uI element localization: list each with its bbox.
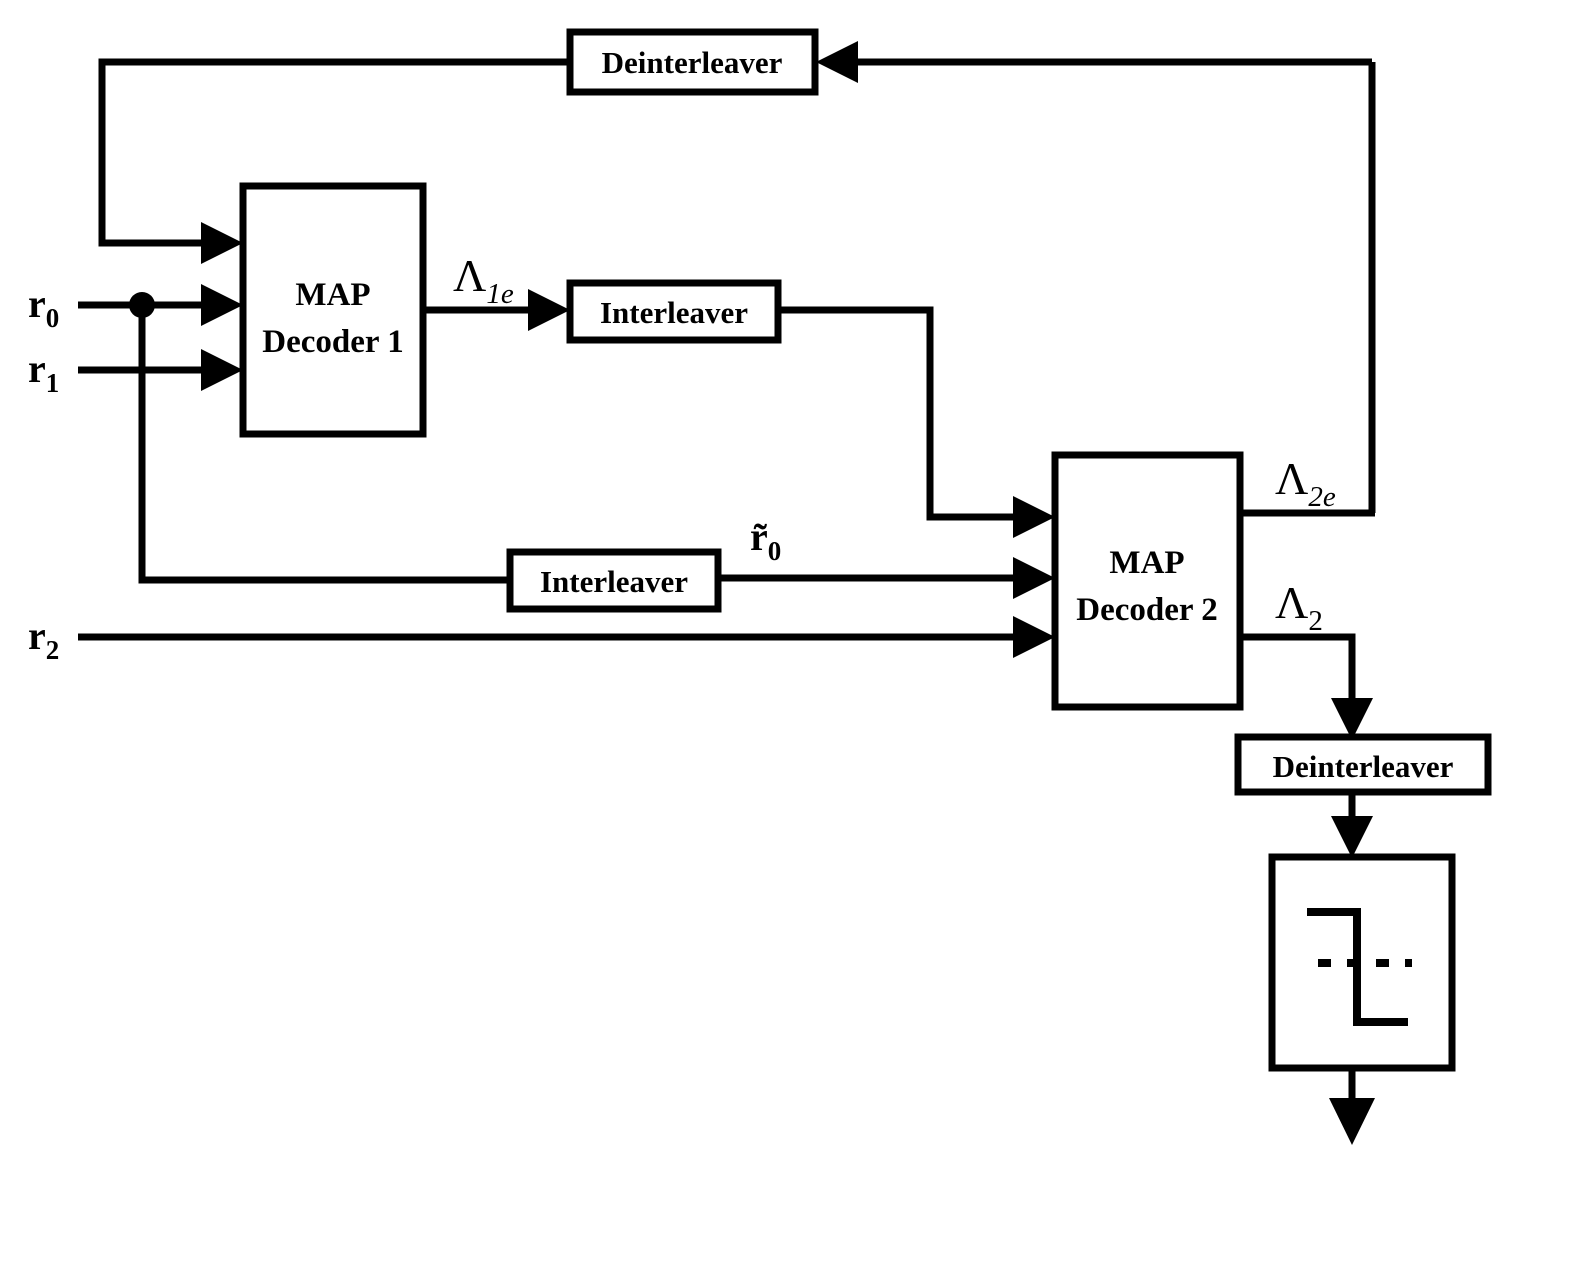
- signal-label-lambda-2e: Λ2e: [1275, 453, 1336, 513]
- block-map-decoder-1-label-line2: Decoder 1: [262, 324, 403, 360]
- wire-deinterleaver-top-to-decoder1: [98, 58, 570, 247]
- block-deinterleaver-bottom[interactable]: [1234, 733, 1492, 796]
- signal-label-lambda-2-base: Λ: [1275, 577, 1308, 628]
- signal-label-r1-base: r: [28, 346, 46, 391]
- arrowhead-decoder1-input-apriori: [201, 222, 243, 264]
- block-deinterleaver-top[interactable]: [566, 28, 819, 96]
- signal-label-lambda-1e: Λ1e: [453, 250, 514, 310]
- signal-label-r2-base: r: [28, 613, 46, 658]
- block-interleaver-top[interactable]: [566, 279, 782, 344]
- block-interleaver-bottom[interactable]: [506, 548, 722, 613]
- block-interleaver-top-label: Interleaver: [600, 295, 748, 330]
- block-deinterleaver-top-label: Deinterleaver: [602, 45, 783, 80]
- signal-label-r1: r1: [28, 346, 59, 398]
- signal-label-r0-sub: 0: [46, 303, 60, 333]
- arrowhead-decoder1-input-r1: [201, 349, 243, 391]
- signal-label-r0: r0: [28, 281, 59, 333]
- wire-interleaver-top-to-decoder2: [778, 306, 1040, 521]
- block-map-decoder-2[interactable]: [1051, 451, 1244, 711]
- signal-label-r0-base: r: [28, 281, 46, 326]
- signal-label-r2-sub: 2: [46, 635, 60, 665]
- signal-label-lambda-1e-base: Λ: [453, 250, 486, 301]
- block-deinterleaver-bottom-label: Deinterleaver: [1273, 749, 1454, 784]
- signal-label-r0-tilde-base: r̃: [750, 514, 768, 559]
- arrowhead-decoder2-input-r0tilde: [1013, 557, 1055, 599]
- arrowhead-decoder2-input-r2: [1013, 616, 1055, 658]
- block-map-decoder-2-label-line1: MAP: [1109, 545, 1184, 581]
- arrowhead-into-deinterleaver-bottom: [1331, 698, 1373, 740]
- signal-label-r0-tilde: r̃0: [750, 514, 781, 566]
- signal-label-r2: r2: [28, 613, 59, 665]
- wire-r0-branch-to-interleaver-bottom: [138, 305, 510, 584]
- arrowhead-into-deinterleaver-top: [816, 41, 858, 83]
- block-interleaver-bottom-label: Interleaver: [540, 564, 688, 599]
- signal-label-lambda-2: Λ2: [1275, 577, 1323, 637]
- arrowhead-decoder1-input-r0: [201, 284, 243, 326]
- signal-label-lambda-2-sub: 2: [1308, 605, 1323, 637]
- block-map-decoder-2-label-line2: Decoder 2: [1076, 592, 1217, 628]
- block-map-decoder-1[interactable]: [239, 182, 427, 438]
- block-hard-decision[interactable]: [1268, 853, 1456, 1072]
- arrowhead-into-decision-block: [1331, 816, 1373, 858]
- signal-label-r1-sub: 1: [46, 368, 60, 398]
- wire-decoder2-out-lambda2: [1240, 633, 1356, 722]
- arrowhead-final-output: [1329, 1098, 1375, 1145]
- sign-step-function-icon: [1307, 908, 1412, 1026]
- signal-label-r0-tilde-sub: 0: [768, 536, 782, 566]
- block-map-decoder-1-label-line1: MAP: [295, 277, 370, 313]
- arrowhead-decoder2-input-apriori: [1013, 496, 1055, 538]
- arrowhead-into-interleaver-top: [528, 289, 570, 331]
- signal-label-lambda-2e-base: Λ: [1275, 453, 1308, 504]
- signal-label-lambda-1e-sub: 1e: [486, 278, 514, 310]
- signal-label-lambda-2e-sub: 2e: [1308, 481, 1336, 513]
